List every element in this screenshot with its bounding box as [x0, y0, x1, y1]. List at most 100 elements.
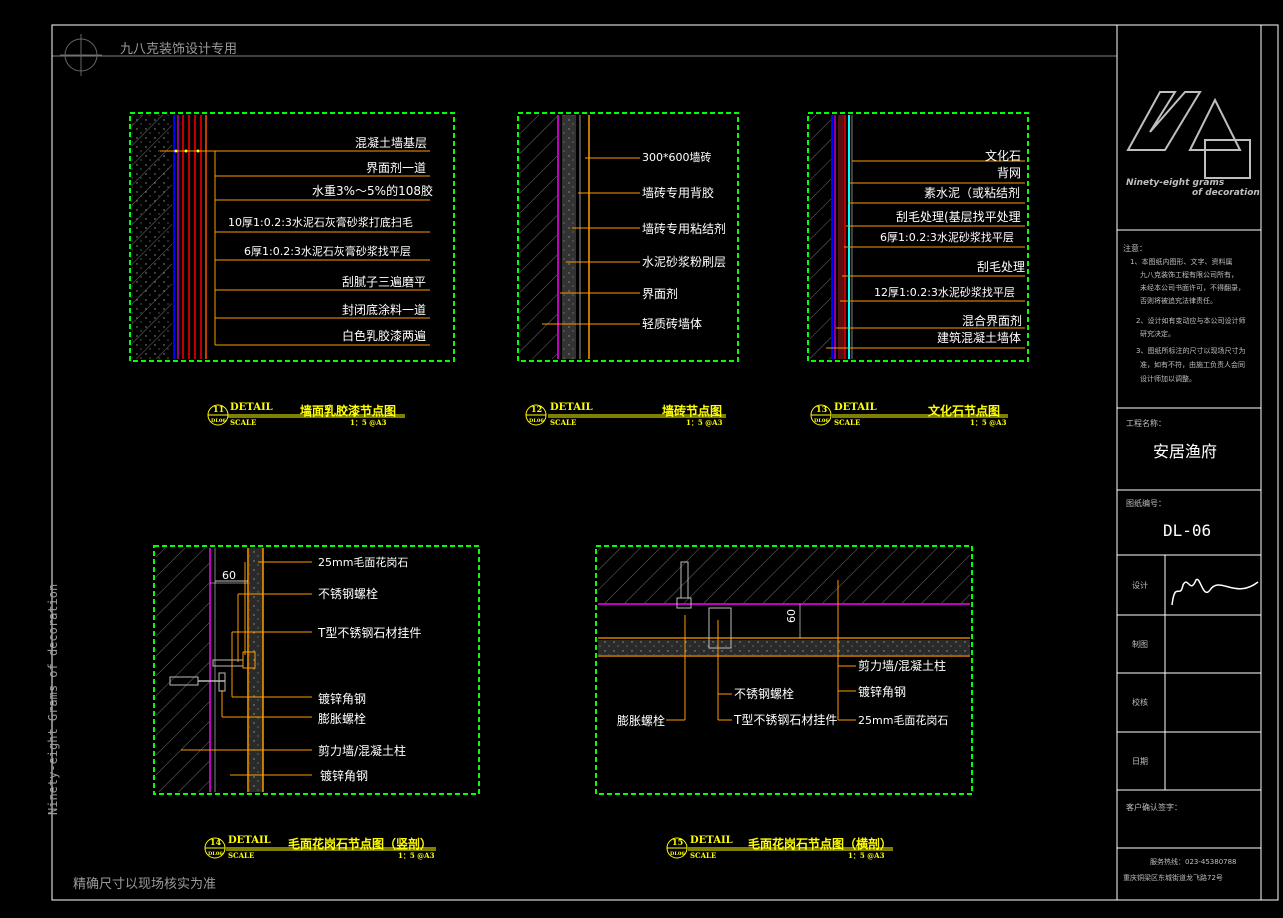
- d12-label: 轻质砖墙体: [642, 317, 703, 331]
- d13-label: 建筑混凝土墙体: [937, 331, 1022, 345]
- d11-label: 白色乳胶漆两遍: [342, 329, 427, 343]
- note-line: 2、设计如有变动应与本公司设计师: [1136, 317, 1246, 325]
- detail-12-drawing: [517, 112, 739, 362]
- d15-label: 膨胀螺栓: [617, 714, 666, 728]
- d15-label: T型不锈钢石材挂件: [734, 713, 838, 727]
- detail-keyword: DETAIL: [690, 835, 733, 846]
- d14-label: 剪力墙/混凝土柱: [318, 744, 407, 758]
- scale-ratio: 1：5 @A3: [970, 418, 1007, 427]
- d13-label: 刮毛处理(基层找平处理: [896, 210, 1021, 224]
- project-label: 工程名称：: [1126, 419, 1166, 428]
- client-label: 客户确认签字：: [1126, 803, 1182, 812]
- detail-15-drawing: [595, 545, 973, 795]
- hotline: 服务热线：023-45380788: [1150, 858, 1237, 866]
- detail-title-text: 毛面花岗石节点图（竖剖）: [288, 837, 433, 851]
- note-line: 九八克装饰工程有限公司所有，: [1140, 271, 1238, 279]
- detail-13-drawing: [807, 112, 1029, 362]
- scale-ratio: 1：5 @A3: [398, 851, 435, 860]
- detail-sheet: DL06: [670, 851, 685, 857]
- d13-label: 文化石: [985, 149, 1022, 163]
- d14-dimension: 60: [222, 569, 236, 582]
- watermark-logo-icon: [60, 34, 102, 76]
- detail-number: 14: [210, 837, 222, 847]
- d15-label: 镀锌角钢: [858, 685, 907, 699]
- d12-label: 墙砖专用背胶: [642, 186, 715, 200]
- d12-label: 水泥砂浆粉刷层: [642, 255, 727, 269]
- note-line: 未经本公司书面许可，不得翻录，: [1140, 284, 1245, 292]
- d15-label: 25mm毛面花岗石: [858, 714, 949, 727]
- d14-label: 膨胀螺栓: [318, 712, 367, 726]
- d11-label: 水重3%～5%的108胶: [312, 184, 433, 198]
- draw-label: 制图: [1132, 640, 1148, 649]
- logo-text-1: Ninety-eight grams: [1126, 178, 1225, 188]
- d11-label: 10厚1:0.2:3水泥石灰膏砂浆打底扫毛: [228, 216, 413, 229]
- detail-sheet: DL06: [208, 851, 223, 857]
- detail-keyword: DETAIL: [228, 835, 271, 846]
- watermark-vertical: Ninety-eight Grams of decoration: [46, 583, 60, 815]
- d12-label: 界面剂: [642, 287, 679, 301]
- d11-label: 刮腻子三遍磨平: [342, 275, 427, 289]
- scale-ratio: 1：5 @A3: [848, 851, 885, 860]
- d12-label: 300*600墙砖: [642, 151, 712, 164]
- detail-11-drawing: [129, 112, 455, 362]
- scale-keyword: SCALE: [834, 418, 861, 427]
- d13-label: 12厚1:0.2:3水泥砂浆找平层: [874, 286, 1015, 299]
- scale-keyword: SCALE: [228, 851, 255, 860]
- d12-label: 墙砖专用粘结剂: [642, 222, 727, 236]
- d14-label: 镀锌角钢: [320, 769, 369, 783]
- logo-text-2: of decoration: [1192, 188, 1260, 198]
- note-line: 1、本图纸内图形、文字、资料属: [1130, 258, 1233, 266]
- outer-frame: [51, 24, 1279, 901]
- watermark-bottom: 精确尺寸以现场核实为准: [73, 877, 217, 892]
- detail-number: 11: [213, 404, 225, 414]
- d14-label: 25mm毛面花岗石: [318, 556, 409, 569]
- d14-label: 镀锌角钢: [318, 692, 367, 706]
- note-line: 研究决定。: [1140, 330, 1175, 338]
- d15-label: 剪力墙/混凝土柱: [858, 659, 947, 673]
- d13-label: 混合界面剂: [962, 314, 1023, 328]
- detail-keyword: DETAIL: [550, 402, 593, 413]
- detail-sheet: DL06: [529, 418, 544, 424]
- d15-dimension: 60: [785, 609, 798, 623]
- address: 重庆铜梁区东城街道龙飞路72号: [1123, 874, 1223, 882]
- check-label: 校核: [1132, 698, 1148, 707]
- note-line: 准，如有不符，由施工负责人会同: [1140, 361, 1245, 369]
- d11-label: 界面剂一道: [366, 161, 427, 175]
- detail-title-text: 文化石节点图: [928, 404, 1001, 418]
- drawing-no-label: 图纸编号：: [1126, 499, 1166, 508]
- drawing-no: DL-06: [1163, 521, 1212, 540]
- date-label: 日期: [1132, 757, 1148, 766]
- note-line: 设计师加以调整。: [1140, 375, 1196, 383]
- scale-keyword: SCALE: [690, 851, 717, 860]
- detail-number: 12: [531, 404, 543, 414]
- detail-number: 13: [816, 404, 828, 414]
- notes-title: 注意：: [1123, 244, 1147, 253]
- design-label: 设计: [1132, 581, 1148, 590]
- company-logo-icon: [1126, 91, 1251, 179]
- designer-signature: [1171, 578, 1259, 606]
- detail-keyword: DETAIL: [230, 402, 273, 413]
- detail-title-text: 毛面花岗石节点图（横剖）: [748, 837, 893, 851]
- d13-label: 6厚1:0.2:3水泥砂浆找平层: [880, 231, 1014, 244]
- d14-label: 不锈钢螺栓: [318, 587, 379, 601]
- note-line: 否则将被追究法律责任。: [1140, 297, 1217, 305]
- detail-title-text: 墙砖节点图: [662, 404, 723, 418]
- scale-ratio: 1：5 @A3: [350, 418, 387, 427]
- note-line: 3、图纸所标注的尺寸以现场尺寸为: [1136, 347, 1246, 355]
- d13-label: 刮毛处理: [977, 260, 1026, 274]
- d11-label: 封闭底涂料一道: [342, 303, 427, 317]
- detail-title-text: 墙面乳胶漆节点图: [300, 404, 397, 418]
- d14-label: T型不锈钢石材挂件: [318, 626, 422, 640]
- detail-number: 15: [672, 837, 684, 847]
- detail-sheet: DL06: [814, 418, 829, 424]
- scale-keyword: SCALE: [230, 418, 257, 427]
- d13-label: 背网: [997, 166, 1022, 180]
- scale-keyword: SCALE: [550, 418, 577, 427]
- detail-keyword: DETAIL: [834, 402, 877, 413]
- d13-label: 素水泥（或粘结剂: [924, 186, 1021, 200]
- scale-ratio: 1：5 @A3: [686, 418, 723, 427]
- d11-label: 混凝土墙基层: [355, 136, 428, 150]
- d15-label: 不锈钢螺栓: [734, 687, 795, 701]
- detail-14-drawing: [153, 545, 480, 795]
